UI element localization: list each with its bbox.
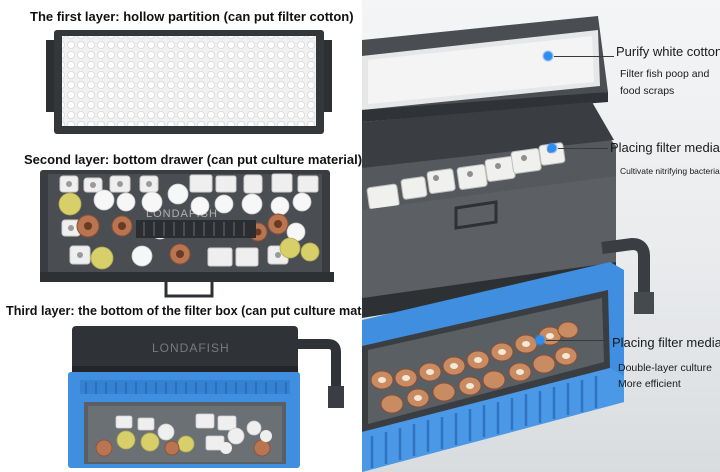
drawer-watermark: LONDAFISH: [146, 208, 218, 220]
left-panel: The first layer: hollow partition (can p…: [6, 9, 392, 468]
right-panel: Purify white cotton Filter fish poop and…: [362, 0, 720, 472]
layer3-caption: Third layer: the bottom of the filter bo…: [6, 304, 392, 318]
label1-title: Purify white cotton: [616, 44, 720, 59]
callout-dot-1: [542, 50, 554, 62]
label1-sub2: food scraps: [620, 85, 675, 97]
label1-sub1: Filter fish poop and: [620, 68, 710, 80]
label3-title: Placing filter media: [612, 335, 720, 350]
callout-line-2: [558, 148, 608, 149]
label2-title: Placing filter media: [610, 140, 720, 155]
bottom-drawer-image: [40, 170, 334, 298]
layer2-caption: Second layer: bottom drawer (can put cul…: [24, 152, 363, 167]
box-watermark: LONDAFISH: [152, 341, 230, 355]
label3-sub1: Double-layer culture: [618, 362, 712, 374]
label2-sub: Cultivate nitrifying bacteria: [620, 166, 720, 176]
layer1-caption: The first layer: hollow partition (can p…: [30, 9, 354, 24]
callout-dot-3: [534, 334, 546, 346]
callout-dot-2: [546, 142, 558, 154]
callout-line-1: [554, 56, 614, 57]
label3-sub2: More efficient: [618, 378, 681, 390]
callout-line-3: [546, 340, 608, 341]
filter-cotton-partition-image: [46, 30, 332, 134]
filter-box-3d-image: [362, 16, 654, 472]
filter-box-image: [68, 326, 344, 468]
